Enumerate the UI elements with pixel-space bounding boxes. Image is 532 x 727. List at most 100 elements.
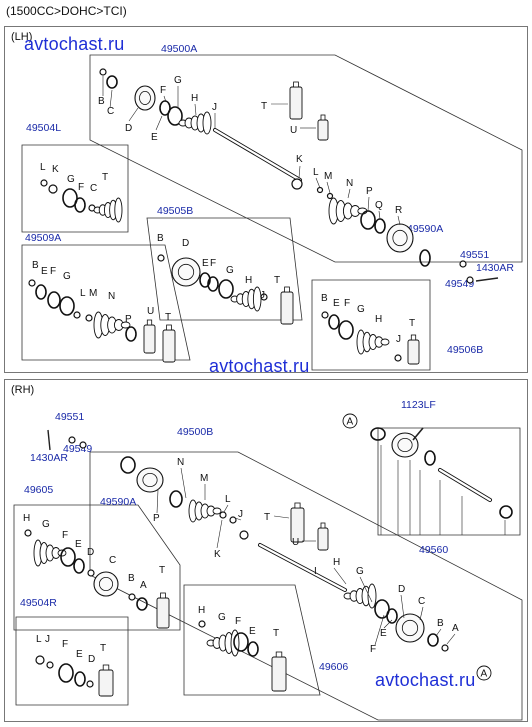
tube-cap	[284, 286, 290, 293]
ring	[386, 608, 398, 624]
ring	[125, 326, 137, 342]
outer-boot-kit	[93, 197, 123, 223]
leader-line	[383, 619, 393, 629]
letter-label-T: T	[159, 565, 165, 576]
letter-label-J: J	[212, 102, 217, 113]
part-number-1430AR: 1430AR	[30, 452, 68, 464]
letter-label-U: U	[290, 125, 297, 136]
letter-label-F: F	[62, 530, 68, 541]
leader-line	[347, 188, 351, 199]
frame-49605	[13, 504, 181, 631]
frame-49506B	[311, 279, 431, 371]
letter-label-J: J	[238, 509, 243, 520]
small-part	[73, 311, 81, 319]
letter-label-R: R	[395, 205, 402, 216]
callout-label: A	[481, 669, 488, 680]
housing-inner	[177, 263, 195, 281]
letter-label-G: G	[67, 174, 75, 185]
letter-label-E: E	[76, 649, 83, 660]
letter-label-N: N	[177, 457, 184, 468]
part-number-49605: 49605	[24, 484, 53, 496]
letter-label-Q: Q	[375, 200, 383, 211]
letter-label-H: H	[245, 275, 252, 286]
letter-label-J: J	[260, 290, 265, 301]
leader-line	[194, 103, 197, 116]
ring	[120, 456, 136, 474]
part-number-49606: 49606	[319, 661, 348, 673]
tube-cap	[275, 651, 283, 658]
letter-label-D: D	[182, 238, 189, 249]
letter-label-D: D	[88, 654, 95, 665]
lh-section-label: (LH)	[11, 31, 33, 43]
small-part	[441, 644, 449, 652]
callout-circle	[342, 413, 358, 429]
axle-shaft-highlight	[258, 543, 347, 592]
letter-label-C: C	[109, 555, 116, 566]
letter-label-F: F	[344, 298, 350, 309]
letter-label-F: F	[160, 85, 166, 96]
small-part	[316, 186, 324, 194]
letter-label-D: D	[398, 584, 405, 595]
rh-section-frame	[4, 379, 528, 722]
dust-seal	[419, 249, 431, 267]
boot-fold	[120, 321, 131, 329]
inner-tripod-housing	[136, 467, 164, 493]
leader-line	[367, 196, 370, 212]
letter-label-N: N	[346, 178, 353, 189]
part-number-49506B: 49506B	[447, 344, 483, 356]
small-part	[99, 68, 107, 76]
letter-label-K: K	[52, 164, 59, 175]
ring	[328, 314, 340, 330]
part-number-49551: 49551	[55, 411, 84, 423]
watermark-bottom: avtochast.ru	[375, 670, 476, 690]
rh-section-label: (RH)	[11, 384, 35, 396]
letter-label-F: F	[235, 616, 241, 627]
axle-shaft-highlight	[438, 468, 492, 502]
ring	[47, 291, 61, 309]
tube-cap	[294, 502, 301, 509]
housing-inner	[139, 91, 151, 106]
letter-label-A: A	[452, 623, 459, 634]
letter-label-M: M	[324, 171, 332, 182]
leader-line	[397, 215, 401, 226]
frame-49606	[183, 584, 321, 696]
letter-label-K: K	[296, 154, 303, 165]
inner-boot-kit	[356, 329, 390, 355]
lh-section-frame	[4, 26, 528, 373]
inner-tripod-housing	[386, 223, 414, 253]
ring	[374, 599, 390, 619]
ring	[62, 188, 78, 208]
part-number-49500B: 49500B	[177, 426, 213, 438]
snap-ring	[374, 218, 386, 234]
housing-inner	[142, 472, 158, 487]
housing-inner	[392, 229, 408, 247]
letter-label-H: H	[333, 557, 340, 568]
inner-boot-band	[360, 210, 376, 230]
leader-line	[216, 519, 223, 549]
letter-label-B: B	[157, 233, 164, 244]
small-part	[87, 569, 95, 577]
ring	[60, 547, 76, 567]
part-number-1123LF: 1123LF	[401, 399, 436, 411]
leader-line	[359, 576, 373, 603]
letter-label-E: E	[202, 258, 209, 269]
letter-label-P: P	[125, 314, 132, 325]
leader-line	[315, 177, 321, 189]
letter-label-C: C	[90, 183, 97, 194]
boot-fold	[252, 286, 262, 312]
letter-label-L: L	[40, 162, 46, 173]
letter-label-N: N	[108, 291, 115, 302]
snap-ring	[106, 75, 118, 89]
part-number-49560: 49560	[419, 544, 448, 556]
ring	[58, 663, 74, 683]
letter-label-H: H	[375, 314, 382, 325]
leader-line	[333, 567, 347, 585]
ring	[169, 490, 183, 508]
letter-label-B: B	[32, 260, 39, 271]
leader-line	[400, 594, 405, 619]
watermark-top: avtochast.ru	[24, 34, 125, 54]
letter-label-K: K	[214, 549, 221, 560]
ring	[207, 276, 219, 292]
callout-label: A	[347, 417, 354, 428]
letter-label-H: H	[198, 605, 205, 616]
